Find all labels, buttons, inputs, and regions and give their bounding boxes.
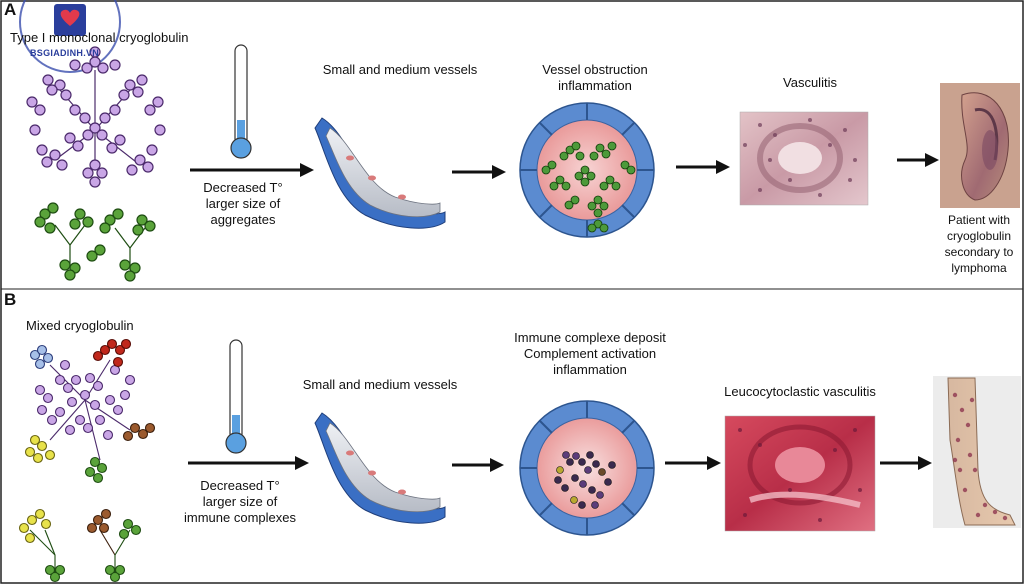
thermo-b-label-2: larger size of: [202, 494, 278, 509]
antibody-molecules-icon: [18, 508, 142, 583]
patient-label-1: Patient with: [947, 213, 1011, 227]
vessel-illustration: [314, 412, 446, 524]
mixed-aggregate-icon: [24, 338, 156, 484]
patient-label-3: secondary to: [944, 245, 1014, 259]
histology-image-vasculitis: [739, 111, 869, 206]
obstruction-label-2: inflammation: [558, 78, 632, 93]
thermo-a-label-3: aggregates: [210, 212, 276, 227]
thermometer-icon: [225, 339, 247, 454]
arrow-right-icon: [188, 456, 932, 472]
vessel-cross-section: [519, 102, 655, 238]
panel-b-mixed-cryoglobulin: [18, 338, 1021, 583]
panel-b-letter: B: [4, 290, 17, 309]
vasculitis-b-label: Leucocytoclastic vasculitis: [724, 384, 876, 399]
thermo-a-label-2: larger size of: [205, 196, 281, 211]
patient-leg-photo: [933, 376, 1021, 528]
purple-aggregate-icon: [26, 46, 166, 188]
patient-ear-photo: [940, 83, 1020, 208]
vessels-b-label: Small and medium vessels: [302, 377, 458, 392]
deposit-label-3: inflammation: [553, 362, 627, 377]
deposit-label-1: Immune complexe deposit: [514, 330, 666, 345]
patient-label-2: cryoglobulin: [946, 229, 1012, 243]
thermo-a-label-1: Decreased T°: [203, 180, 283, 195]
panel-b-title: Mixed cryoglobulin: [26, 318, 134, 333]
green-antibody-icon: [34, 202, 156, 282]
panel-a-cryoglobulin-type1: [26, 44, 1020, 282]
panel-a-title: Type I monoclonal cryoglobulin: [10, 30, 189, 45]
logo-icon: [19, 0, 121, 73]
obstruction-label-1: Vessel obstruction: [542, 62, 648, 77]
thermo-b-label-1: Decreased T°: [200, 478, 280, 493]
arrow-right-icon: [190, 153, 939, 179]
vasculitis-a-label: Vasculitis: [783, 75, 837, 90]
watermark-text: BSGIADINH.VN: [30, 48, 100, 58]
histology-image-leucocytoclastic: [724, 415, 876, 532]
vessels-a-label: Small and medium vessels: [322, 62, 478, 77]
deposit-label-2: Complement activation: [523, 346, 657, 361]
thermometer-icon: [230, 44, 252, 159]
vessel-illustration: [314, 117, 446, 229]
thermo-b-label-3: immune complexes: [184, 510, 296, 525]
patient-label-4: lymphoma: [951, 261, 1007, 275]
panel-a-letter: A: [4, 0, 17, 19]
vessel-cross-section: [519, 400, 655, 536]
